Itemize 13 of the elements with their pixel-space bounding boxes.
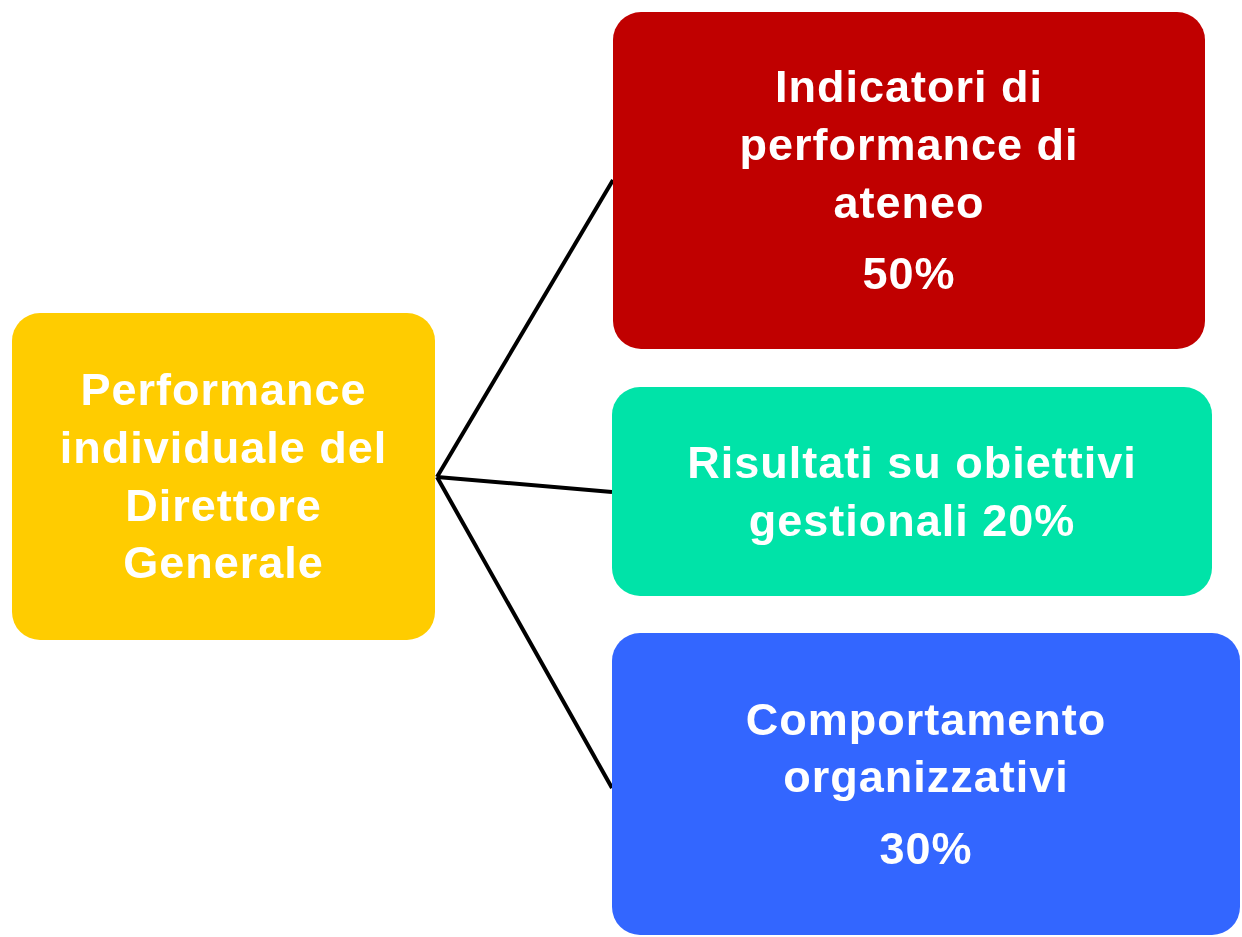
percentage-label: 50% xyxy=(861,247,957,302)
connector-line xyxy=(436,475,613,494)
category-box xyxy=(612,633,1240,935)
percentage-label: 30% xyxy=(878,821,974,876)
box-label: Indicatori di performance di ateneo xyxy=(738,60,1080,230)
connector-line xyxy=(435,179,615,478)
root-box xyxy=(12,313,435,640)
connector-line xyxy=(435,476,614,789)
box-label: Performance individuale del Direttore Generale xyxy=(58,363,389,591)
category-box xyxy=(612,387,1212,596)
box-label: Risultati su obiettivi gestionali 20% xyxy=(686,435,1138,548)
box-label: Comportamento organizzativi xyxy=(744,692,1108,805)
category-box xyxy=(613,12,1205,349)
